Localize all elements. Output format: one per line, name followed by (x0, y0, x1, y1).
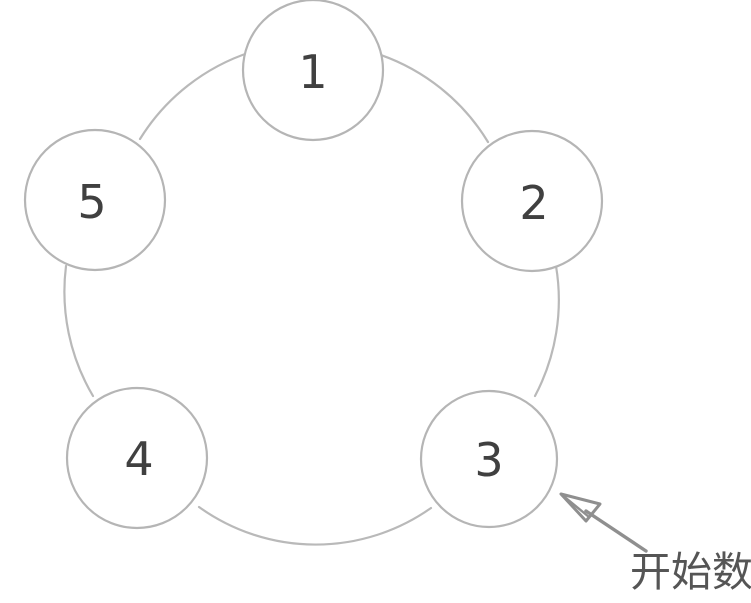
node-circle-3[interactable] (419, 389, 559, 529)
ring-connector-arcs (63, 50, 560, 546)
arrow-head-icon (559, 492, 602, 523)
node-label-4: 4 (124, 432, 154, 486)
node-label-5: 5 (77, 175, 107, 229)
node-label-3: 3 (474, 433, 504, 487)
node-circle-2[interactable] (460, 129, 604, 273)
arc-1-to-2 (376, 52, 490, 144)
arc-5-to-1 (138, 50, 253, 141)
node-circle-4[interactable] (65, 386, 209, 530)
arc-3-to-4 (197, 505, 433, 546)
start-count-annotation-label: 开始数 (630, 548, 751, 596)
arc-2-to-3 (533, 264, 560, 398)
node-circle-5[interactable] (23, 128, 167, 272)
arrow-shaft (584, 509, 648, 553)
node-circle-1[interactable] (241, 0, 385, 142)
arrow-head-inner-line (559, 492, 591, 519)
node-label-1: 1 (298, 45, 328, 99)
arc-4-to-5 (63, 264, 95, 398)
node-label-2: 2 (519, 176, 549, 230)
node-circles (23, 0, 604, 530)
annotation-arrow (559, 492, 648, 553)
